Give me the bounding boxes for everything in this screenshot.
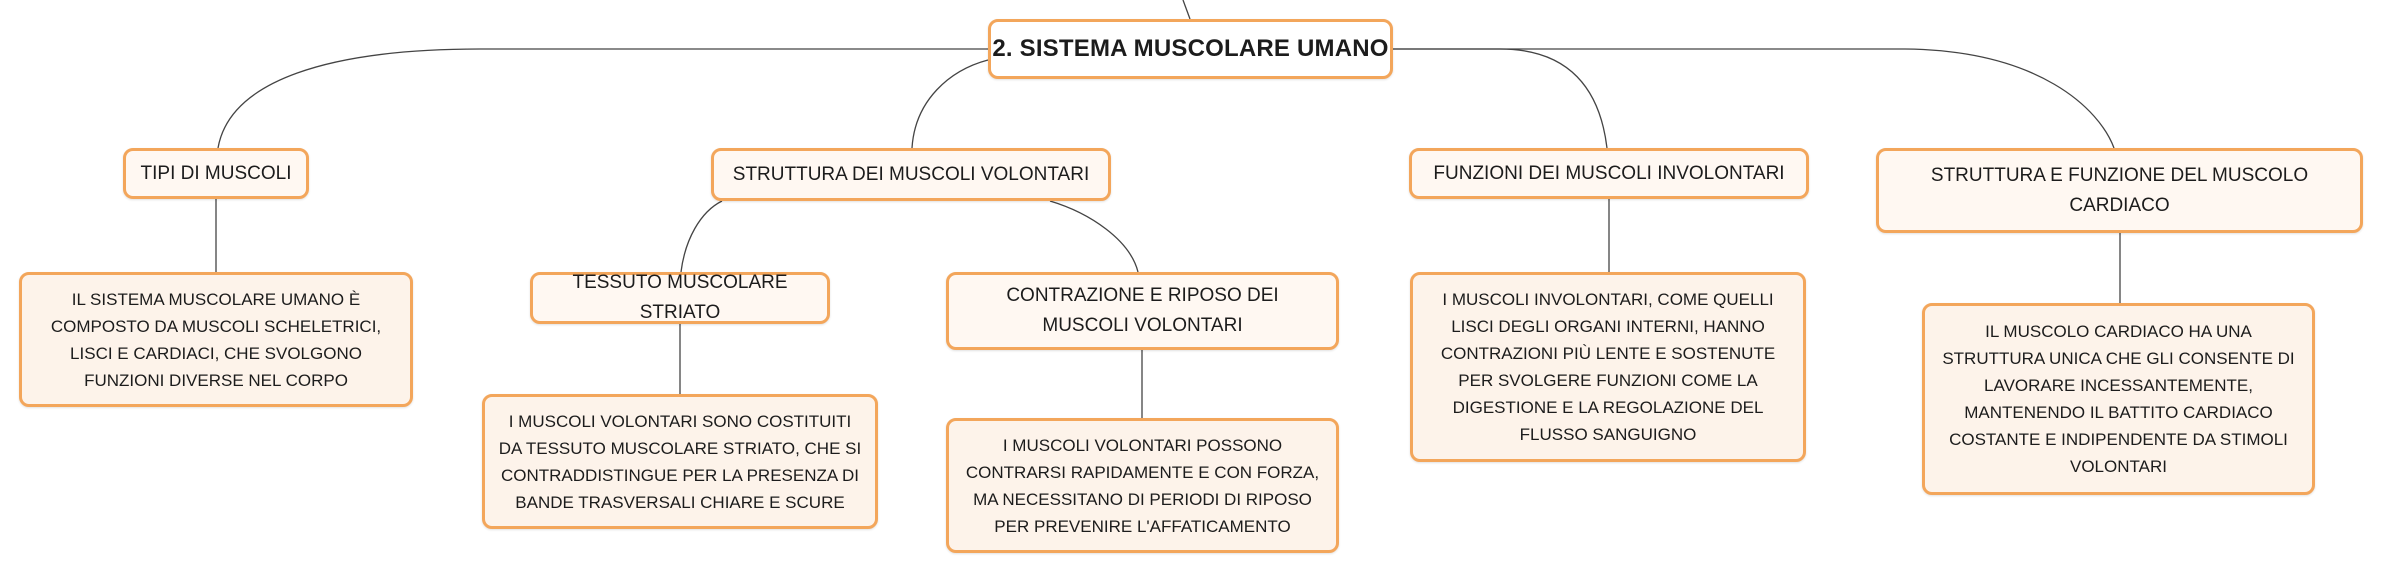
- node-struttura-muscoli-volontari[interactable]: STRUTTURA DEI MUSCOLI VOLONTARI: [711, 148, 1111, 201]
- node-label: STRUTTURA DEI MUSCOLI VOLONTARI: [732, 163, 1090, 185]
- root-title: 2. SISTEMA MUSCOLARE UMANO: [992, 35, 1389, 62]
- node-tipi-detail[interactable]: IL SISTEMA MUSCOLARE UMANO È COMPOSTO DA…: [19, 272, 413, 407]
- node-text: IL MUSCOLO CARDIACO HA UNA STRUTTURA UNI…: [1942, 322, 2295, 476]
- node-label: FUNZIONI DEI MUSCOLI INVOLONTARI: [1433, 162, 1785, 184]
- node-tessuto-muscolare-striato[interactable]: TESSUTO MUSCOLARE STRIATO: [530, 272, 830, 324]
- node-label: TESSUTO MUSCOLARE STRIATO: [572, 272, 788, 323]
- connector-root-parent: [1182, 0, 1191, 20]
- node-funzioni-detail[interactable]: I MUSCOLI INVOLONTARI, COME QUELLI LISCI…: [1410, 272, 1806, 462]
- node-text: I MUSCOLI INVOLONTARI, COME QUELLI LISCI…: [1440, 290, 1776, 444]
- connector-struttura-to-tessuto: [680, 200, 723, 273]
- connector-root-to-struttura: [911, 59, 989, 149]
- root-node[interactable]: 2. SISTEMA MUSCOLARE UMANO: [988, 19, 1393, 79]
- node-cardiaco-detail[interactable]: IL MUSCOLO CARDIACO HA UNA STRUTTURA UNI…: [1922, 303, 2315, 495]
- connector-root-to-cardiaco: [1393, 48, 2115, 149]
- connector-root-to-tipi: [217, 48, 988, 149]
- node-text: I MUSCOLI VOLONTARI SONO COSTITUITI DA T…: [498, 411, 862, 512]
- connector-struttura-to-contrazione: [1049, 200, 1139, 273]
- node-tipi-di-muscoli[interactable]: TIPI DI MUSCOLI: [123, 148, 309, 199]
- node-label: CONTRAZIONE E RIPOSO DEI MUSCOLI VOLONTA…: [1006, 285, 1279, 336]
- node-contrazione-detail[interactable]: I MUSCOLI VOLONTARI POSSONO CONTRARSI RA…: [946, 418, 1339, 553]
- node-label: STRUTTURA E FUNZIONE DEL MUSCOLO CARDIAC…: [1930, 164, 2309, 216]
- node-text: I MUSCOLI VOLONTARI POSSONO CONTRARSI RA…: [965, 435, 1320, 536]
- node-muscolo-cardiaco[interactable]: STRUTTURA E FUNZIONE DEL MUSCOLO CARDIAC…: [1876, 148, 2363, 233]
- node-contrazione-riposo[interactable]: CONTRAZIONE E RIPOSO DEI MUSCOLI VOLONTA…: [946, 272, 1339, 350]
- node-tessuto-detail[interactable]: I MUSCOLI VOLONTARI SONO COSTITUITI DA T…: [482, 394, 878, 529]
- node-text: IL SISTEMA MUSCOLARE UMANO È COMPOSTO DA…: [50, 289, 382, 390]
- connector-root-to-funzioni: [1393, 48, 1608, 149]
- node-label: TIPI DI MUSCOLI: [140, 162, 292, 184]
- node-funzioni-muscoli-involontari[interactable]: FUNZIONI DEI MUSCOLI INVOLONTARI: [1409, 148, 1809, 199]
